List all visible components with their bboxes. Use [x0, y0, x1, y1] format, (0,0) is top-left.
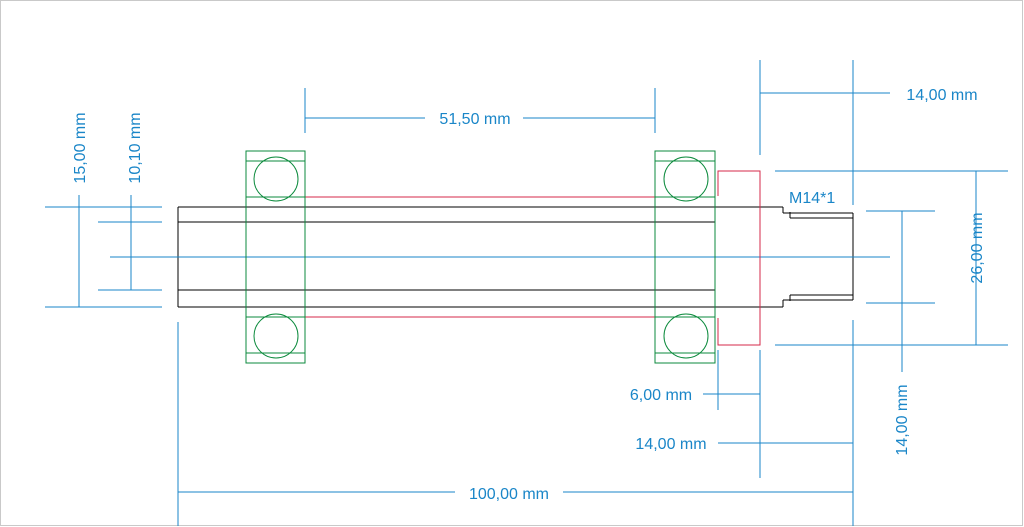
dim-thread-diameter-label: 14,00 mm	[894, 384, 911, 455]
dim-nut-width-top: 14,00 mm	[759, 60, 978, 205]
dim-nut-diameter-label: 26,00 mm	[969, 212, 986, 283]
dim-nut-width-top-label: 14,00 mm	[906, 87, 977, 104]
dim-outer-diameter: 15,00 mm	[45, 112, 162, 308]
ball-top-left	[253, 156, 299, 202]
thread-label: M14*1	[789, 190, 835, 207]
dim-nut-diameter: 26,00 mm	[775, 170, 1008, 346]
ball-bottom-left	[253, 313, 299, 359]
lock-nut	[714, 170, 761, 346]
dim-bearing-spacing: 51,50 mm	[304, 88, 656, 133]
dim-thread-diameter: 14,00 mm	[866, 210, 935, 456]
dim-outer-diameter-label: 15,00 mm	[72, 112, 89, 183]
dim-spacer-width: 6,00 mm	[630, 350, 761, 478]
dim-thread-length: 14,00 mm	[635, 320, 854, 526]
dim-overall-length-label: 100,00 mm	[469, 486, 549, 503]
dim-inner-diameter-label: 10,10 mm	[127, 112, 144, 183]
ball-bottom-right	[663, 313, 709, 359]
bearing-right	[654, 150, 716, 364]
dim-spacer-width-label: 6,00 mm	[630, 387, 692, 404]
ball-top-right	[663, 156, 709, 202]
dim-inner-diameter: 10,10 mm	[98, 112, 162, 291]
bearing-left	[245, 150, 306, 364]
dim-bearing-spacing-label: 51,50 mm	[439, 111, 510, 128]
dim-overall-length: 100,00 mm	[177, 322, 853, 526]
dim-thread-length-label: 14,00 mm	[635, 436, 706, 453]
